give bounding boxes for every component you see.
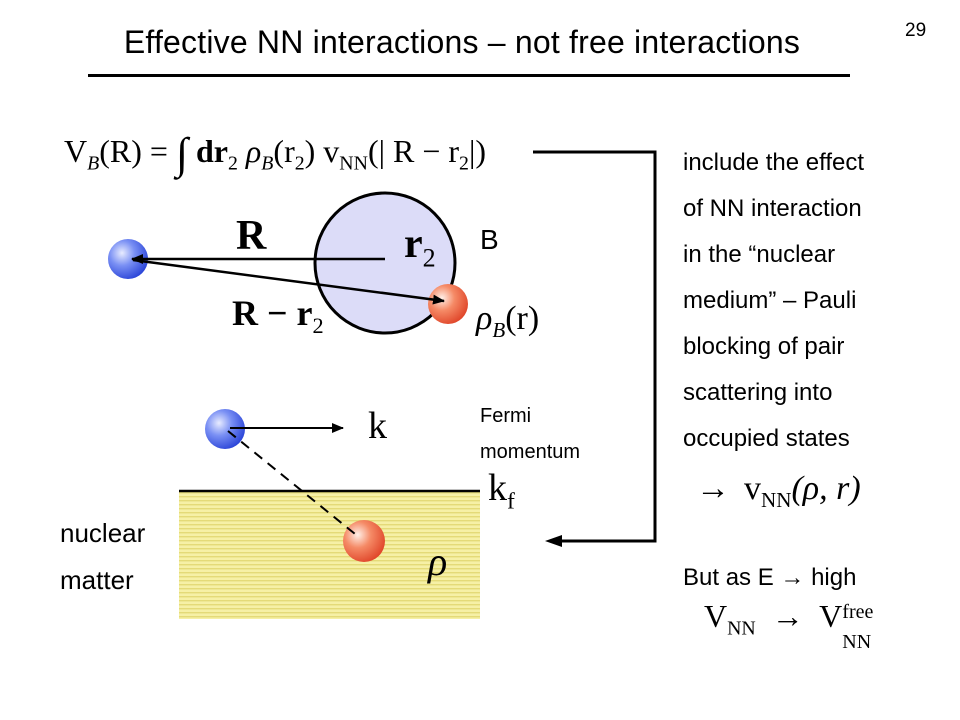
projectile-nucleon (108, 239, 148, 279)
label-vector-r2: r2 (404, 221, 436, 273)
label-rho-medium: ρ (428, 539, 448, 584)
page-number: 29 (905, 20, 927, 41)
folding-formula: VB(R) = ∫ dr2 ρB(r2) vNN(| R − r2|) (64, 129, 487, 178)
nuclear-matter-label: nuclear matter (60, 518, 146, 595)
target-nucleon (428, 284, 468, 324)
density-dependent-vnn: →vNN(ρ, r) (696, 470, 861, 512)
label-nucleus-b: B (480, 224, 499, 255)
high-energy-line: But as E → high (683, 564, 857, 591)
label-k: k (368, 405, 387, 447)
medium-effect-explanation: include the effect of NN interaction in … (683, 149, 865, 452)
bracket-arrowhead (545, 535, 562, 547)
label-density-rhoB: ρB(r) (476, 300, 540, 342)
label-vector-R: R (236, 213, 267, 259)
fermi-momentum-label: Fermi momentum (480, 405, 581, 463)
title-underline (88, 74, 850, 77)
bracket-connector (533, 150, 657, 543)
vector-R-minus-r2-arrow (132, 258, 445, 305)
label-kf: kf (488, 467, 515, 515)
slide-title: Effective NN interactions – not free int… (123, 24, 801, 60)
integral-sign: ∫ (175, 129, 188, 178)
interaction-dashed-line (227, 430, 361, 539)
incoming-nucleon (205, 409, 245, 449)
medium-nucleon (343, 520, 385, 562)
label-R-minus-r2: R − r2 (232, 293, 324, 339)
nuclear-matter-box (179, 491, 480, 619)
